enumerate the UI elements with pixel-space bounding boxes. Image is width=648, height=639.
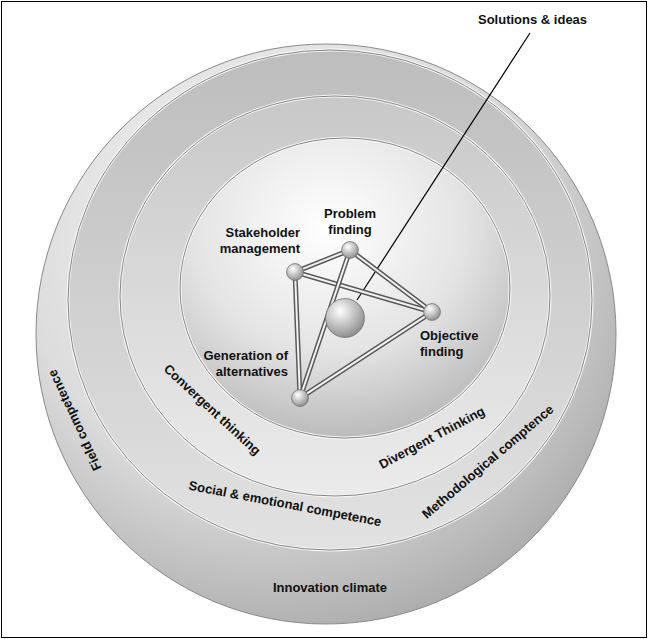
shell-edge-1 (68, 50, 592, 550)
sphere-circle (292, 390, 309, 407)
node-label: Solutions & ideas (478, 12, 628, 28)
sphere-circle (342, 242, 359, 259)
shell-cut-1 (68, 50, 592, 550)
rod-outline (303, 253, 341, 268)
rod-highlight (308, 317, 425, 393)
sphere-circle (287, 264, 304, 281)
sphere-shape (325, 298, 365, 338)
sphere-shape (341, 241, 359, 259)
rod-outline (295, 281, 299, 389)
rod-highlight (303, 253, 341, 268)
shell-edge-2 (120, 96, 550, 496)
sphere-node: Generation of alternatives (291, 389, 309, 407)
sphere-shape (423, 303, 441, 321)
sphere-node: Objective finding (423, 303, 441, 321)
inner-sphere-edge (180, 138, 510, 438)
sphere-node: Stakeholder management (286, 263, 304, 281)
rod-outline (357, 255, 425, 306)
connector-rod (357, 255, 425, 306)
sphere-node: Problem finding (341, 241, 359, 259)
connector-rod (295, 281, 299, 389)
connector-rod (303, 253, 341, 268)
sphere-circle (424, 304, 441, 321)
rod-outline (308, 317, 425, 393)
shell-cut-2 (120, 96, 550, 496)
rod-highlight (295, 281, 299, 389)
node-label: Problem finding (315, 206, 385, 238)
sphere-node: Solutions & ideas (325, 298, 365, 338)
sphere-shape (286, 263, 304, 281)
inner-sphere (180, 138, 510, 438)
shell-label: Innovation climate (273, 580, 387, 596)
leader-line (357, 33, 530, 300)
rod-highlight (357, 255, 425, 306)
outer-shell (36, 44, 616, 624)
connector-rod (308, 317, 425, 393)
node-label: Objective finding (420, 328, 490, 360)
node-label: Stakeholder management (210, 225, 300, 257)
node-label: Generation of alternatives (198, 348, 288, 380)
sphere-shape (291, 389, 309, 407)
sphere-circle (326, 299, 365, 338)
